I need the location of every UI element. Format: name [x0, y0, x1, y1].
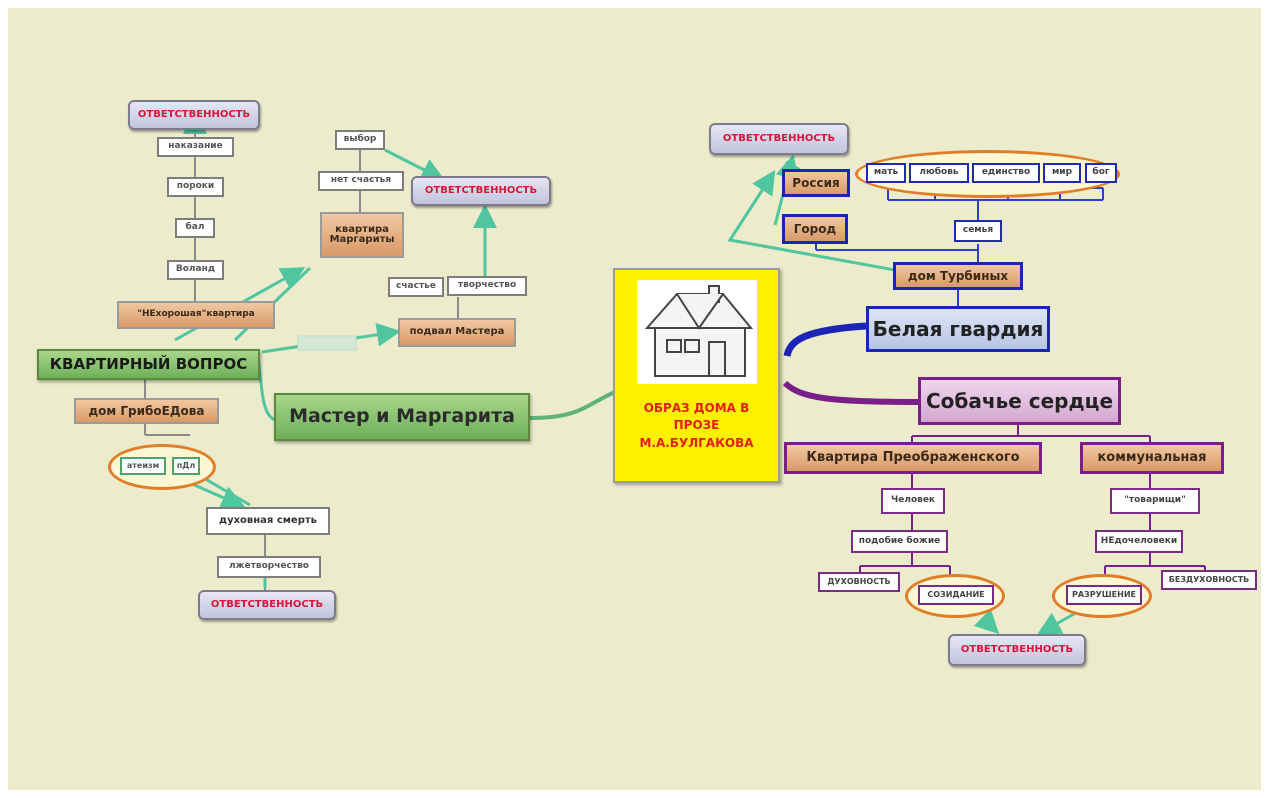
spiritual-death-node[interactable]: духовная смерть: [206, 507, 330, 535]
no-happiness-node[interactable]: нет счастья: [318, 171, 404, 191]
center-node: ОБРАЗ ДОМА В ПРОЗЕ М.А.БУЛГАКОВА: [613, 268, 780, 483]
turbin-house-node[interactable]: дом Турбиных: [893, 262, 1023, 290]
bad-flat-node[interactable]: "НЕхорошая"квартира: [117, 301, 275, 329]
white-guard-node[interactable]: Белая гвардия: [866, 306, 1050, 352]
value-god[interactable]: бог: [1085, 163, 1117, 183]
god-likeness-node[interactable]: подобие божие: [851, 530, 948, 553]
false-creativity-node[interactable]: лжетворчество: [217, 556, 321, 578]
punishment-node[interactable]: наказание: [157, 137, 234, 157]
ball-node[interactable]: бал: [175, 218, 215, 238]
nonhuman-node[interactable]: НЕдочеловеки: [1095, 530, 1183, 553]
russia-node[interactable]: Россия: [782, 169, 850, 197]
choice-node[interactable]: выбор: [335, 130, 385, 150]
responsibility-bottom-right[interactable]: ОТВЕТСТВЕННОСТЬ: [948, 634, 1086, 666]
value-mother[interactable]: мать: [866, 163, 906, 183]
center-title: ОБРАЗ ДОМА В ПРОЗЕ М.А.БУЛГАКОВА: [639, 401, 754, 450]
master-margarita-node[interactable]: Мастер и Маргарита: [274, 393, 530, 441]
griboedov-node[interactable]: дом ГрибоЕДова: [74, 398, 219, 424]
happiness-node[interactable]: счастье: [388, 277, 444, 297]
pdl-node[interactable]: пДл: [172, 457, 200, 475]
value-unity[interactable]: единство: [972, 163, 1040, 183]
responsibility-bottom-left[interactable]: ОТВЕТСТВЕННОСТЬ: [198, 590, 336, 620]
responsibility-top-left[interactable]: ОТВЕТСТВЕННОСТЬ: [128, 100, 260, 130]
house-icon: [636, 280, 757, 384]
housing-question-node[interactable]: КВАРТИРНЫЙ ВОПРОС: [37, 349, 260, 380]
spirituality-node[interactable]: ДУХОВНОСТЬ: [818, 572, 900, 592]
responsibility-top-right[interactable]: ОТВЕТСТВЕННОСТЬ: [709, 123, 849, 155]
creativity-node[interactable]: творчество: [447, 276, 527, 296]
destruction-node[interactable]: РАЗРУШЕНИЕ: [1066, 585, 1142, 605]
comrades-node[interactable]: "товарищи": [1110, 488, 1200, 514]
dog-heart-node[interactable]: Собачье сердце: [918, 377, 1121, 425]
creation-node[interactable]: СОЗИДАНИЕ: [918, 585, 994, 605]
responsibility-mid-left[interactable]: ОТВЕТСТВЕННОСТЬ: [411, 176, 551, 206]
communal-node[interactable]: коммунальная: [1080, 442, 1224, 474]
city-node[interactable]: Город: [782, 214, 848, 244]
value-love[interactable]: любовь: [909, 163, 969, 183]
atheism-node[interactable]: атеизм: [120, 457, 166, 475]
margarita-flat-node[interactable]: квартира Маргариты: [320, 212, 404, 258]
woland-node[interactable]: Воланд: [167, 260, 224, 280]
cellar-node[interactable]: подвал Мастера: [398, 318, 516, 347]
vices-node[interactable]: пороки: [167, 177, 224, 197]
spiritlessness-node[interactable]: БЕЗДУХОВНОСТЬ: [1161, 570, 1257, 590]
preobrazhensky-node[interactable]: Квартира Преображенского: [784, 442, 1042, 474]
family-node[interactable]: семья: [954, 220, 1002, 242]
value-peace[interactable]: мир: [1043, 163, 1081, 183]
human-node[interactable]: Человек: [881, 488, 945, 514]
